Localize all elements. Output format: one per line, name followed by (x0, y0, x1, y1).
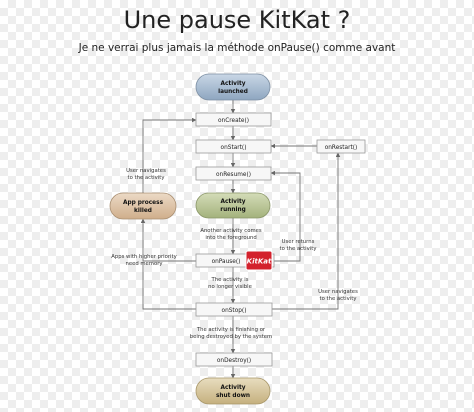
node-app-process-killed-line2: killed (134, 208, 152, 214)
note-user-navigates-right-line1: User navigates (318, 289, 358, 295)
node-activity-running: Activity running (195, 192, 271, 219)
arrow-onpause-onresume (270, 170, 301, 262)
node-ondestroy: onDestroy() (195, 352, 273, 367)
node-activity-shut-down-line2: shut down (216, 393, 250, 399)
note-another-activity: Another activity comes into the foregrou… (200, 228, 262, 241)
node-activity-shut-down-line1: Activity (221, 385, 246, 391)
node-onstop-label: onStop() (222, 308, 247, 314)
node-activity-launched-line2: launched (218, 89, 248, 95)
note-user-navigates-right-line2: to the activity (320, 296, 357, 302)
note-higher-priority-line1: Apps with higher priority (111, 254, 177, 260)
node-activity-running-line1: Activity (221, 199, 246, 205)
node-onstop: onStop() (195, 302, 273, 317)
node-activity-launched: Activity launched (195, 73, 271, 101)
arrow-killed-oncreate (142, 117, 197, 193)
node-onrestart: onRestart() (316, 139, 366, 154)
node-activity-running-line2: running (220, 207, 246, 213)
note-user-navigates-left: User navigates to the activity (126, 168, 166, 181)
arrow-onstop-onrestart (272, 152, 341, 310)
node-app-process-killed-line1: App process (123, 200, 164, 206)
note-user-navigates-right: User navigates to the activity (318, 289, 358, 302)
arrow-onpause-killed (140, 218, 196, 262)
connectors (140, 100, 341, 379)
node-onresume-label: onResume() (216, 172, 251, 178)
node-oncreate-label: onCreate() (218, 118, 249, 124)
note-another-activity-line2: into the foreground (205, 235, 256, 241)
node-onresume: onResume() (195, 166, 272, 181)
node-onstart: onStart() (195, 139, 272, 154)
page-title: Une pause KitKat ? (123, 6, 351, 34)
note-no-longer-visible-line2: no longer visible (208, 284, 252, 290)
node-ondestroy-label: onDestroy() (217, 358, 251, 364)
note-user-navigates-left-line2: to the activity (128, 175, 165, 181)
node-app-process-killed: App process killed (109, 192, 177, 220)
kitkat-logo: KitKat (245, 250, 273, 271)
note-higher-priority: Apps with higher priority need memory (111, 254, 177, 267)
note-finishing-line2: being destroyed by the system (190, 334, 272, 340)
page-subtitle: Je ne verrai plus jamais la méthode onPa… (78, 42, 396, 54)
note-finishing-line1: The activity is finishing or (196, 327, 266, 333)
note-user-returns-line2: to the activity (280, 246, 317, 252)
note-another-activity-line1: Another activity comes (200, 228, 262, 234)
note-no-longer-visible-line1: The activity is (211, 277, 249, 283)
note-no-longer-visible: The activity is no longer visible (208, 277, 252, 290)
note-finishing: The activity is finishing or being destr… (190, 327, 272, 340)
note-user-returns: User returns to the activity (280, 239, 317, 252)
node-activity-shut-down: Activity shut down (195, 377, 271, 405)
node-onrestart-label: onRestart() (325, 145, 358, 151)
node-oncreate: onCreate() (195, 112, 272, 127)
note-higher-priority-line2: need memory (125, 261, 162, 267)
node-activity-launched-line1: Activity (221, 81, 246, 87)
note-user-returns-line1: User returns (282, 239, 315, 245)
node-onstart-label: onStart() (221, 145, 247, 151)
note-user-navigates-left-line1: User navigates (126, 168, 166, 174)
arrow-onstop-killed (142, 262, 196, 310)
node-onpause-label: onPause() (212, 259, 241, 265)
kitkat-logo-text: KitKat (247, 258, 272, 266)
